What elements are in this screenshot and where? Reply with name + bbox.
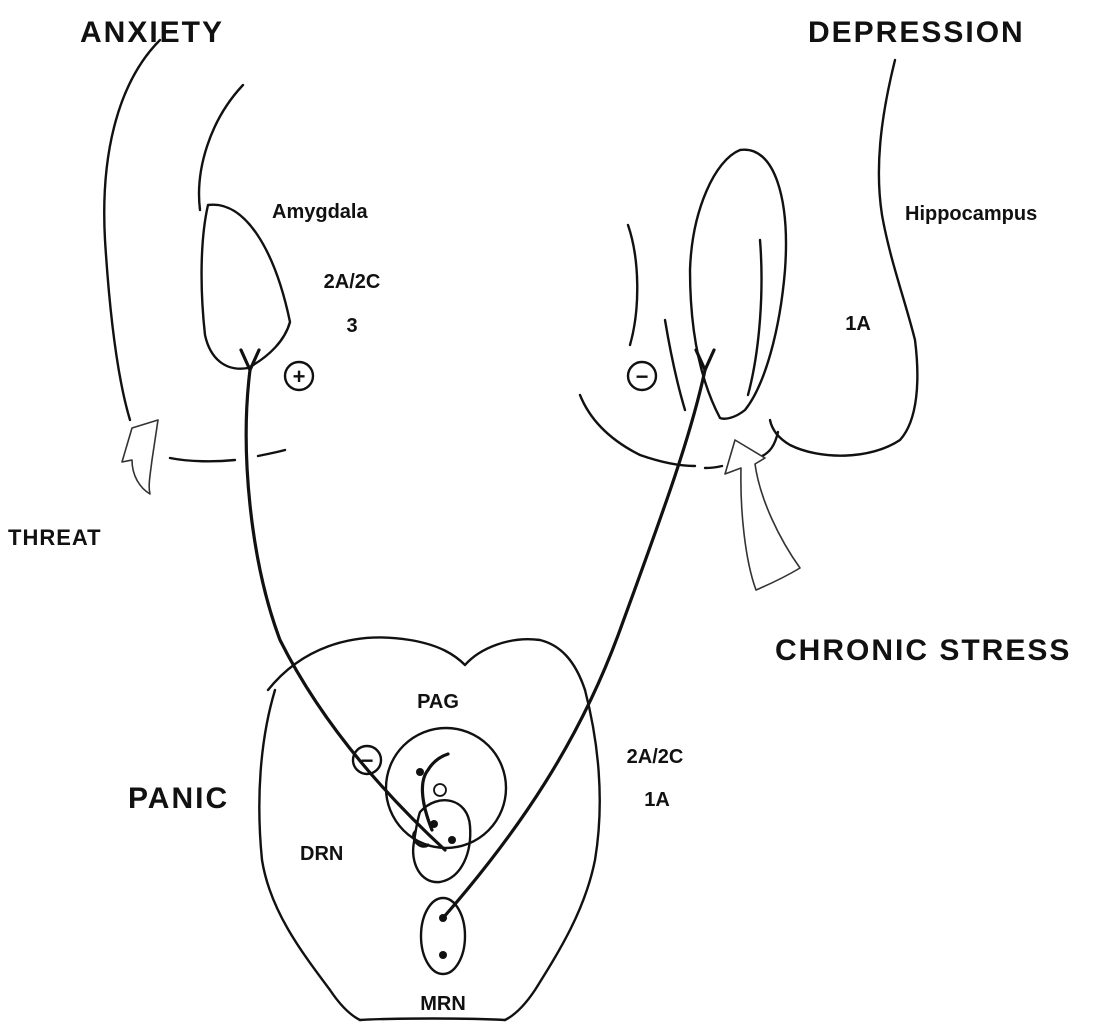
svg-text:−: −	[361, 748, 374, 773]
threat-label: THREAT	[8, 525, 102, 550]
svg-text:+: +	[293, 364, 306, 389]
anxiety-label: ANXIETY	[80, 16, 224, 49]
pag-small-circle	[434, 784, 446, 796]
svg-text:−: −	[636, 364, 649, 389]
pag-terminal-dot	[416, 768, 424, 776]
drn-nucleus	[413, 800, 470, 882]
pag-receptors-label: 2A/2C	[627, 746, 684, 768]
hippocampus-receptor-label: 1A	[845, 313, 871, 335]
drn-label: DRN	[300, 843, 343, 865]
hippocampus-outline	[580, 60, 917, 468]
mrn-label: MRN	[420, 993, 466, 1015]
amygdala-receptors-label: 2A/2C	[324, 271, 381, 293]
mrn-nucleus	[421, 898, 465, 974]
mrn-to-hippocampus-pathway	[443, 350, 714, 918]
amygdala-label: Amygdala	[272, 201, 368, 223]
amygdala-outline	[202, 205, 290, 369]
chronic-stress-label: CHRONIC STRESS	[775, 634, 1071, 667]
hippocampus-effect-sign-icon: −	[628, 362, 656, 390]
chronic-stress-arrow-icon	[725, 440, 800, 590]
amygdala-receptors-label-2: 3	[346, 315, 357, 337]
threat-arrow-icon	[122, 420, 158, 494]
depression-label: DEPRESSION	[808, 16, 1025, 49]
drn-cell-dot	[448, 836, 456, 844]
pag-receptors-label-2: 1A	[644, 789, 670, 811]
hippocampus-label: Hippocampus	[905, 203, 1037, 225]
panic-label: PANIC	[128, 782, 229, 815]
drn-to-amygdala-pathway	[241, 350, 445, 850]
amygdala-effect-sign-icon: +	[285, 362, 313, 390]
mrn-cell-dot	[439, 951, 447, 959]
pag-label: PAG	[417, 691, 459, 713]
anxiety-brain-outline	[104, 40, 285, 461]
